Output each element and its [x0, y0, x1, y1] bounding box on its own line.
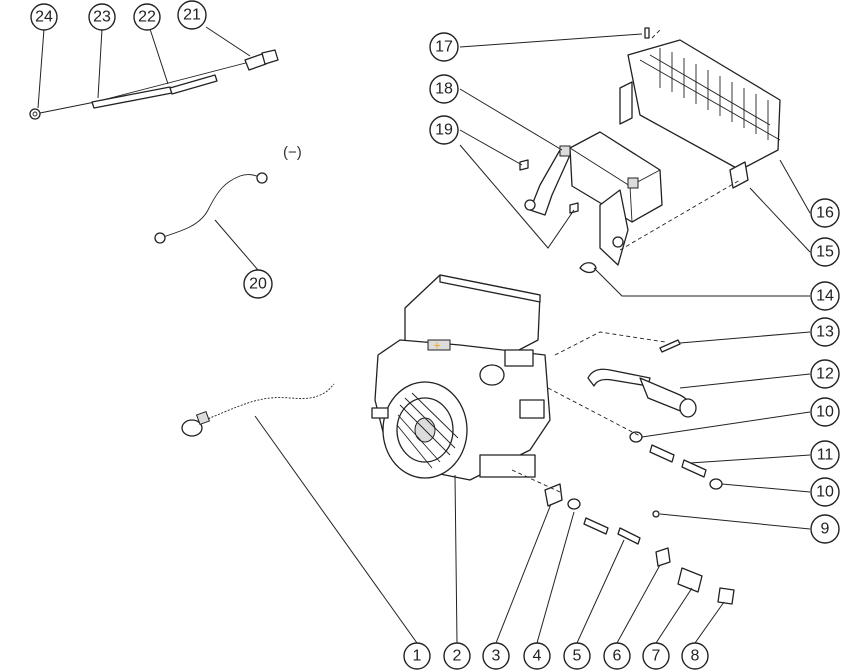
callout-5: 5 [563, 642, 591, 670]
callout-11: 11 [810, 440, 840, 470]
svg-text:23: 23 [93, 9, 111, 26]
callout-20: 20 [243, 269, 273, 299]
svg-text:5: 5 [573, 648, 582, 665]
callout-10-upper: 10 [810, 397, 840, 427]
callout-14: 14 [810, 281, 840, 311]
svg-text:13: 13 [816, 324, 834, 341]
svg-text:20: 20 [249, 276, 267, 293]
svg-text:18: 18 [435, 81, 453, 98]
callout-21: 21 [177, 0, 207, 30]
svg-text:4: 4 [533, 648, 542, 665]
clip-part [579, 262, 597, 274]
svg-text:10: 10 [816, 404, 834, 421]
callout-22: 22 [133, 3, 161, 31]
svg-text:22: 22 [138, 9, 156, 26]
fuel-tank-part [524, 131, 663, 266]
callout-9: 9 [810, 514, 840, 544]
cable-assembly-part [29, 49, 279, 120]
callout-19: 19 [429, 115, 459, 145]
svg-text:14: 14 [816, 288, 834, 305]
callout-18: 18 [429, 74, 459, 104]
ground-wire-part [154, 172, 268, 244]
svg-text:24: 24 [35, 9, 53, 26]
svg-text:19: 19 [435, 122, 453, 139]
callout-17: 17 [429, 32, 459, 62]
svg-text:16: 16 [816, 205, 834, 222]
handle-frame-part [619, 27, 781, 189]
callout-13: 13 [810, 317, 840, 347]
throttle-cable-part [181, 383, 335, 437]
callout-12: 12 [810, 359, 840, 389]
svg-text:+: + [433, 338, 441, 353]
callout-2: 2 [443, 642, 471, 670]
fittings-parts [544, 483, 735, 605]
callout-4: 4 [523, 642, 551, 670]
svg-text:10: 10 [816, 484, 834, 501]
svg-text:15: 15 [816, 244, 834, 261]
engine-part: + [371, 274, 551, 481]
callout-16: 16 [810, 198, 840, 228]
callout-3: 3 [482, 642, 510, 670]
svg-text:11: 11 [817, 447, 834, 464]
svg-text:9: 9 [821, 521, 830, 538]
callout-15: 15 [810, 237, 840, 267]
svg-text:3: 3 [492, 648, 501, 665]
svg-text:12: 12 [816, 366, 834, 383]
sleeve-gasket-parts [629, 431, 723, 490]
callout-23: 23 [88, 3, 116, 31]
pin-part [659, 339, 681, 353]
svg-text:8: 8 [691, 648, 700, 665]
callout-24: 24 [30, 3, 58, 31]
callout-8: 8 [681, 642, 709, 670]
leader-lines [37, 26, 811, 644]
svg-text:1: 1 [413, 648, 422, 665]
callout-10-lower: 10 [810, 477, 840, 507]
svg-text:6: 6 [613, 648, 622, 665]
svg-text:2: 2 [453, 648, 462, 665]
callout-6: 6 [603, 642, 631, 670]
svg-text:17: 17 [435, 39, 453, 56]
callout-1: 1 [403, 642, 431, 670]
svg-text:21: 21 [183, 7, 201, 24]
muffler-part [587, 368, 697, 418]
svg-text:7: 7 [652, 648, 661, 665]
screws-part [519, 159, 579, 214]
callout-7: 7 [642, 642, 670, 670]
polarity-note: (−) [283, 144, 302, 161]
